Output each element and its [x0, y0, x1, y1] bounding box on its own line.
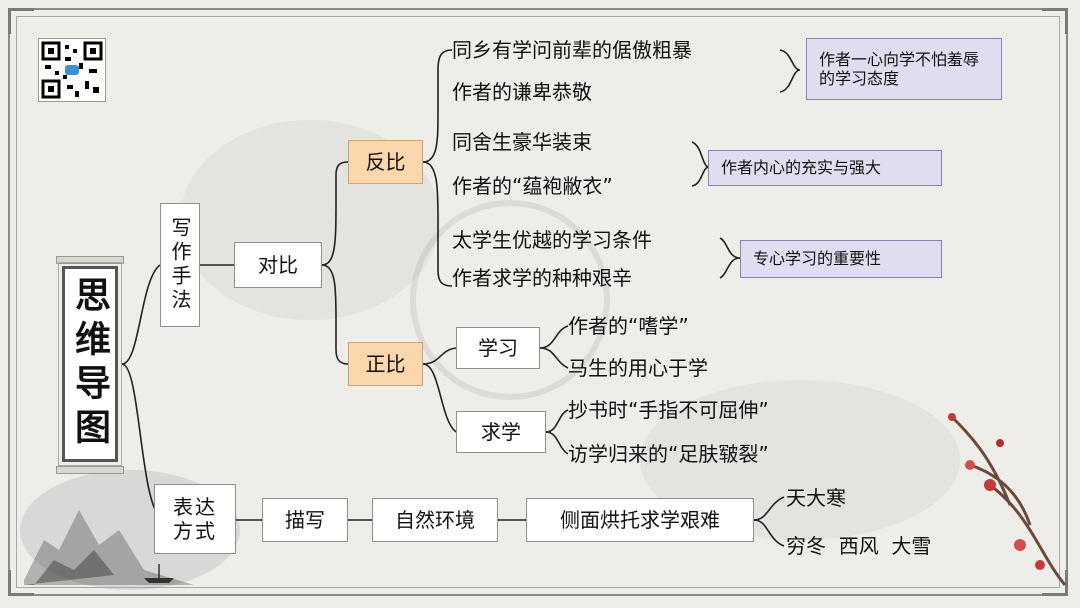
leaf-author-worn-clothes: 作者的“蕴袍敝衣” — [452, 174, 613, 198]
leaf-copying-fingers: 抄书时“手指不可屈伸” — [568, 398, 769, 422]
ink-landscape — [24, 510, 194, 585]
mindmap-title: 思维导图 — [58, 262, 122, 466]
leaf-senior-arrogance: 同乡有学问前辈的倨傲粗暴 — [452, 38, 692, 62]
leaf-author-love-learning: 作者的“嗜学” — [568, 314, 689, 338]
qr-code-image — [38, 38, 106, 102]
node-description: 描写 — [262, 498, 348, 542]
node-seek-learning: 求学 — [456, 411, 546, 453]
leaf-author-hardship: 作者求学的种种艰辛 — [452, 266, 632, 290]
frame-corner — [8, 570, 34, 596]
node-study: 学习 — [456, 327, 540, 369]
outer-frame — [8, 8, 1068, 596]
leaf-ma-sheng-diligence: 马生的用心于学 — [568, 356, 708, 380]
frame-corner — [1042, 570, 1068, 596]
frame-corner — [8, 8, 34, 34]
node-writing-technique: 写作手法 — [160, 203, 200, 327]
faint-seal-emblem — [410, 200, 610, 400]
plum-blossom-branch — [948, 413, 1067, 586]
node-natural-environment: 自然环境 — [372, 498, 498, 542]
leaf-author-humility: 作者的谦卑恭敬 — [452, 80, 592, 104]
note-learning-attitude: 作者一心向学不怕羞辱的学习态度 — [806, 38, 1002, 100]
node-side-contrast: 侧面烘托求学艰难 — [526, 498, 754, 542]
leaf-classmate-luxury: 同舍生豪华装束 — [452, 130, 592, 154]
leaf-bitter-cold: 天大寒 — [786, 486, 846, 510]
node-positive-contrast: 正比 — [348, 342, 423, 386]
title-scroll-top — [56, 256, 124, 264]
leaf-student-conditions: 太学生优越的学习条件 — [452, 228, 652, 252]
note-inner-strength: 作者内心的充实与强大 — [708, 150, 942, 186]
inner-frame — [16, 16, 1060, 588]
leaf-winter-wind-snow: 穷冬 西风 大雪 — [786, 534, 932, 558]
node-expression-mode: 表达方式 — [154, 484, 236, 554]
node-contrast: 对比 — [234, 242, 322, 288]
title-scroll-bottom — [56, 466, 124, 474]
leaf-cracked-feet: 访学归来的“足肤皲裂” — [568, 442, 769, 466]
note-focus-importance: 专心学习的重要性 — [740, 240, 942, 278]
node-reverse-contrast: 反比 — [348, 140, 423, 184]
frame-corner — [1042, 8, 1068, 34]
